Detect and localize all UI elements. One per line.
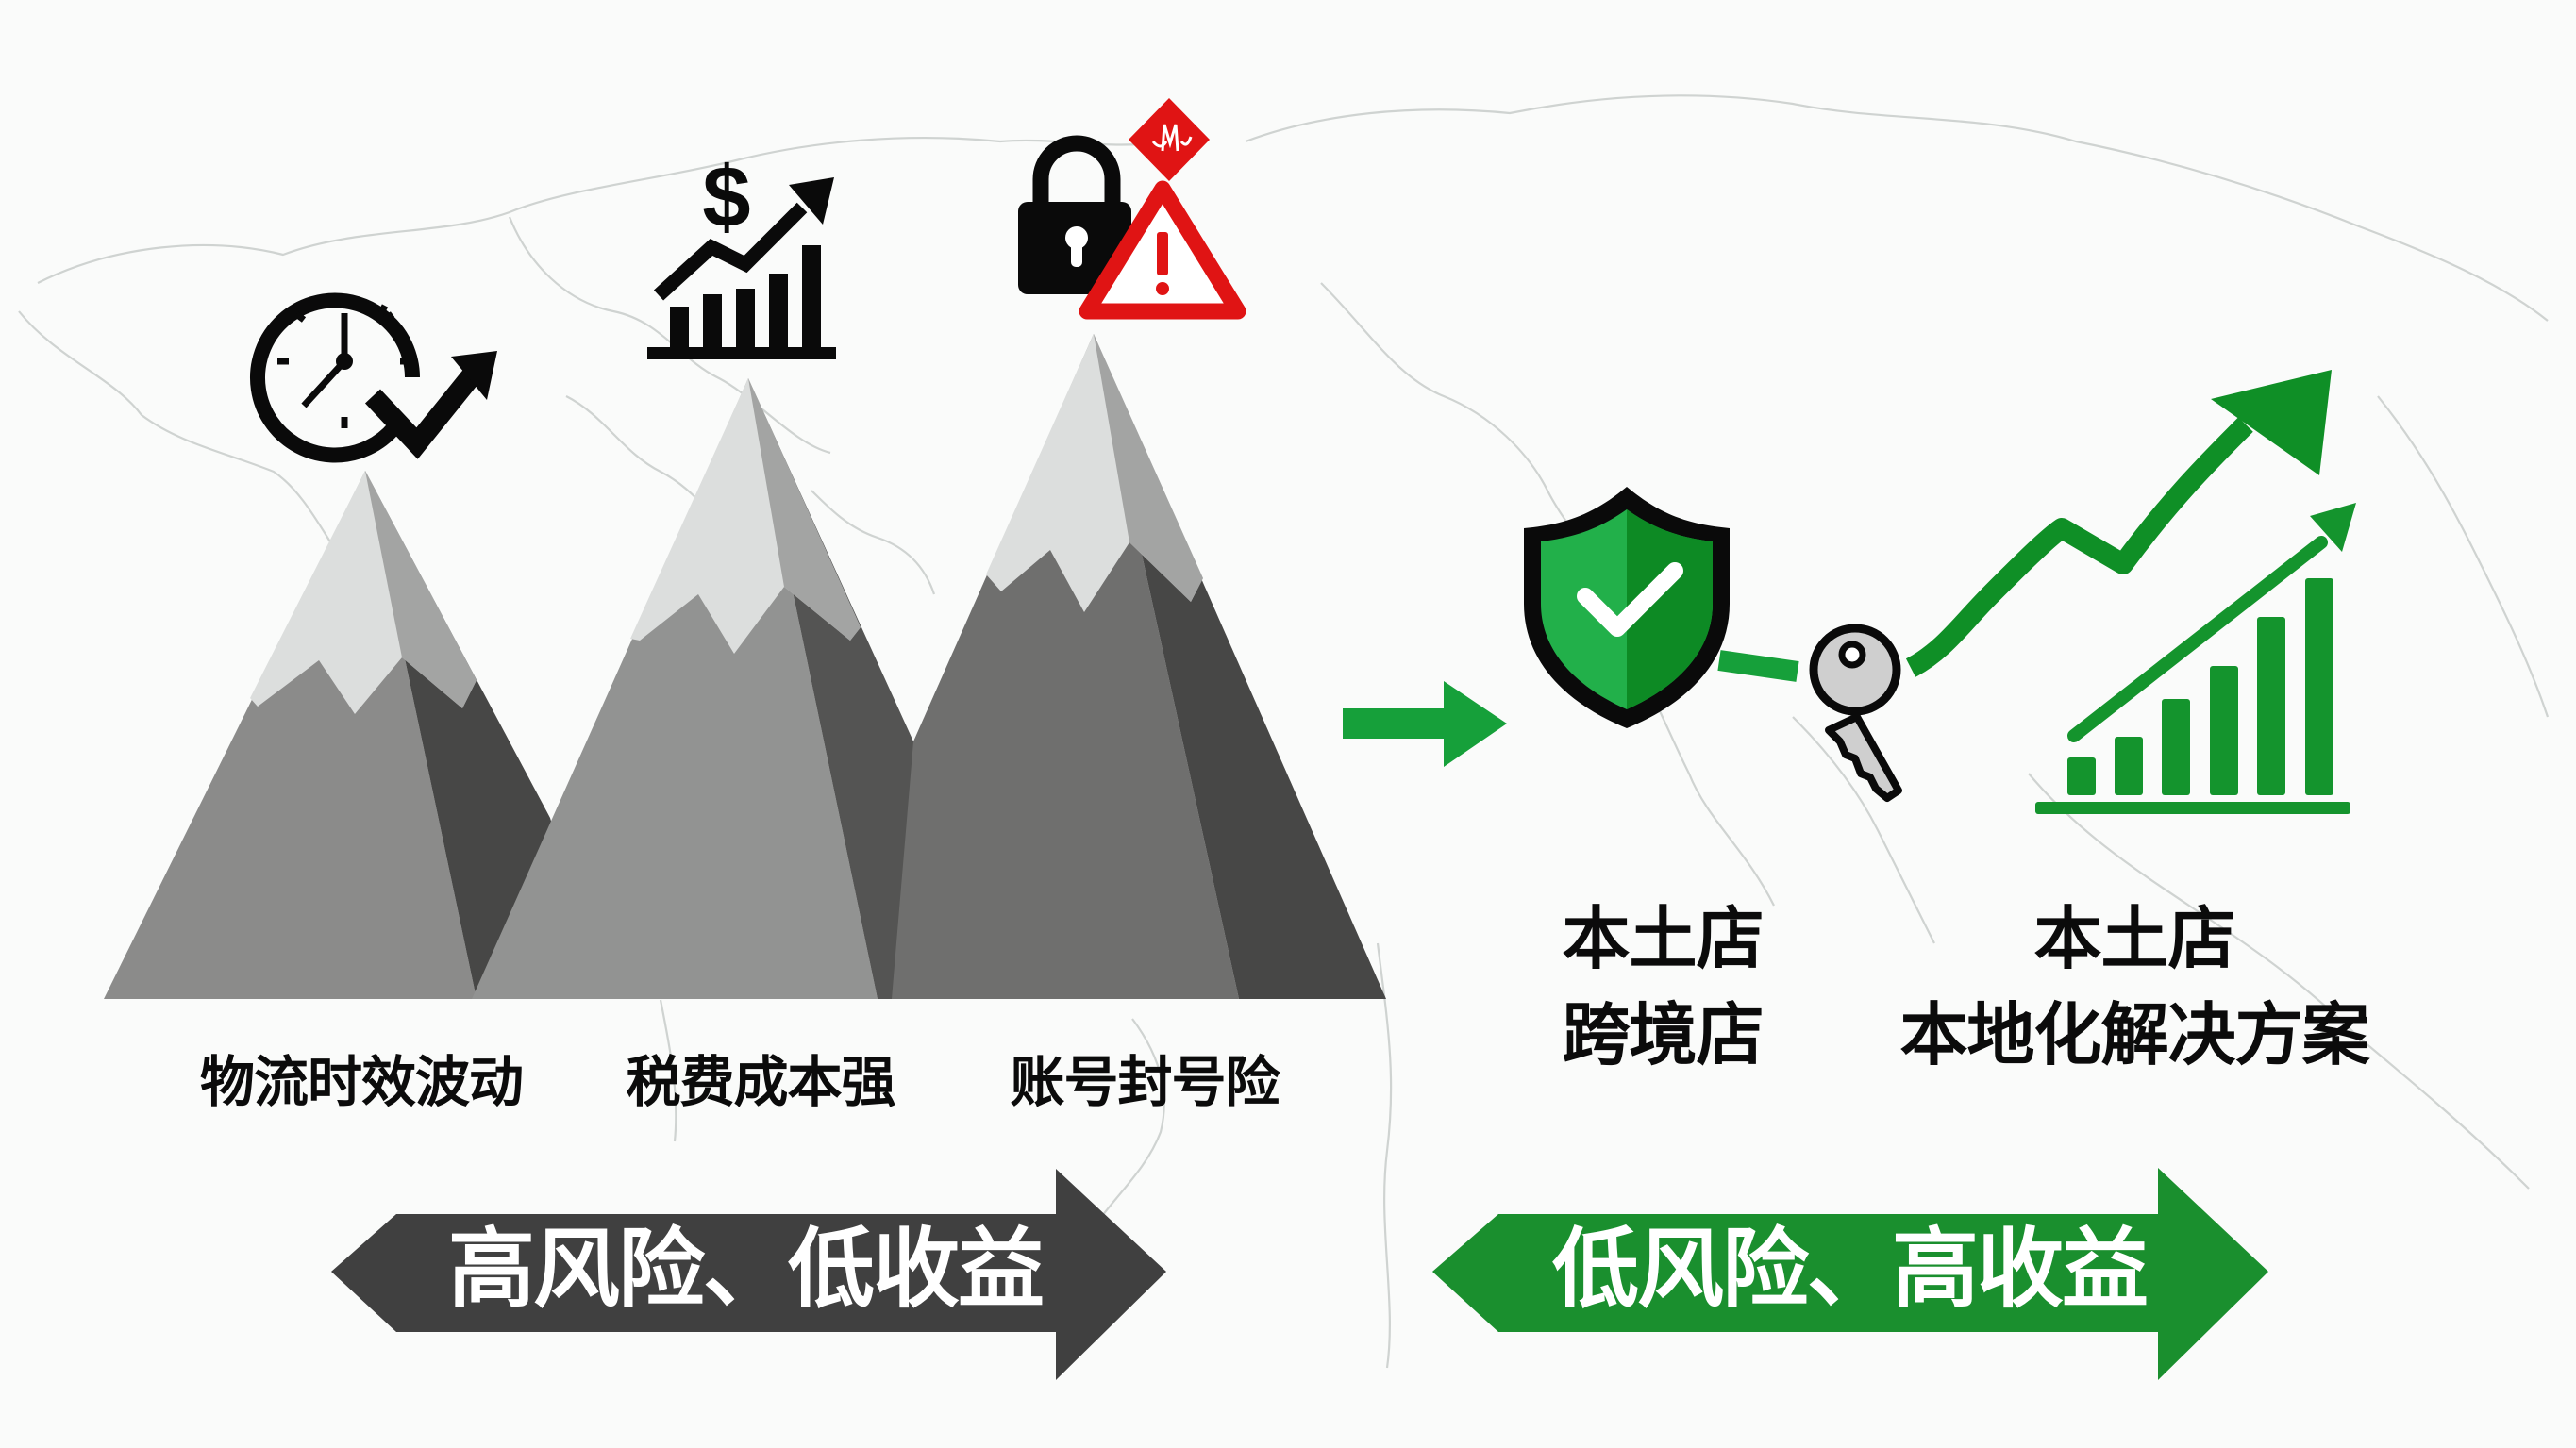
- shield-check-icon: [1524, 487, 1730, 728]
- reward-banner-label: 低风险、高收益: [1551, 1219, 2149, 1320]
- lock-warning-icon: [1018, 98, 1246, 320]
- reward-banner: [1432, 1168, 2268, 1380]
- risk-label-logistics: 物流时效波动: [199, 1050, 524, 1114]
- risk-banner: [331, 1169, 1166, 1380]
- dollar-chart-icon: $: [647, 149, 836, 359]
- store-label-line1: 本土店: [2033, 899, 2235, 978]
- mountain-right: [892, 334, 1386, 999]
- store-label-local-crossborder: 本土店 跨境店: [1562, 890, 1764, 1083]
- svg-text:$: $: [702, 149, 750, 245]
- clock-arrow-icon: [250, 292, 497, 463]
- key-icon: [1809, 624, 1902, 802]
- store-label-local-solution: 本土店 本地化解决方案: [1899, 890, 2369, 1083]
- risk-label-account: 账号封号险: [1010, 1050, 1280, 1114]
- risk-banner-label: 高风险、低收益: [447, 1219, 1045, 1320]
- store-label-line1: 本土店: [1562, 899, 1764, 978]
- store-label-line2: 本地化解决方案: [1899, 995, 2369, 1074]
- growth-path-line: [1717, 370, 2332, 682]
- growth-chart-icon: [2035, 503, 2356, 814]
- store-label-line2: 跨境店: [1562, 995, 1764, 1074]
- risk-label-tax: 税费成本强: [626, 1050, 895, 1114]
- arrow-right-icon: [1343, 681, 1507, 767]
